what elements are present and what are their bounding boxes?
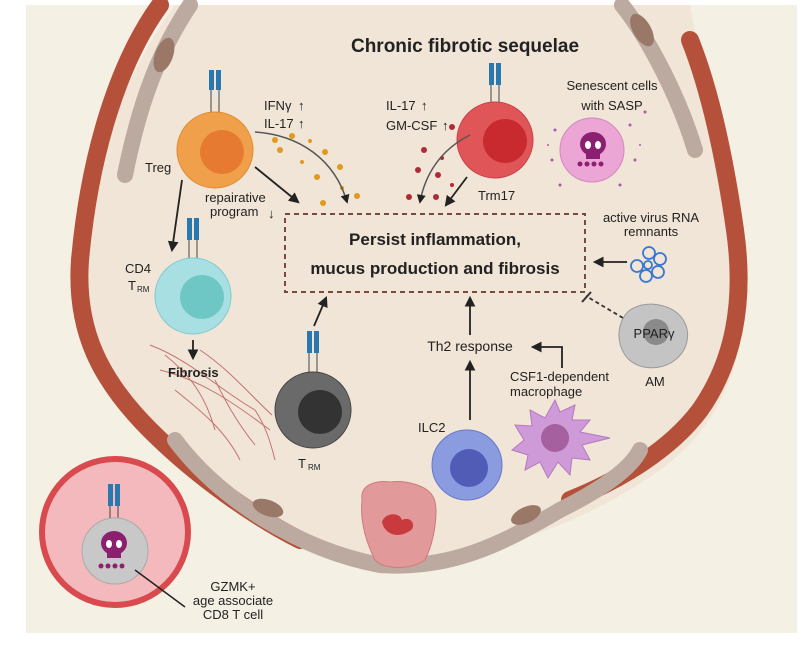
epithelial-cell <box>361 481 437 568</box>
gmcsf-up-arrow: ↑ <box>442 118 449 133</box>
virus-line2: remnants <box>624 224 679 239</box>
repair-line2: program <box>210 204 258 219</box>
tcr-receptor-icon <box>314 331 319 353</box>
fibrosis-strands <box>149 344 276 461</box>
cd8-line1: GZMK+ <box>210 579 255 594</box>
tcr-receptor-icon <box>115 484 120 506</box>
ilc2-label: ILC2 <box>418 420 445 435</box>
virus-line1: active virus RNA <box>603 210 699 225</box>
tcr-receptor-icon <box>194 218 199 240</box>
trm17-cell <box>456 63 534 179</box>
diagram-title: Chronic fibrotic sequelae <box>351 36 579 57</box>
repair-line1: repairative <box>205 190 266 205</box>
macrophage-line1: CSF1-dependent <box>510 369 609 384</box>
trm-to-box-arrow <box>313 296 328 327</box>
tcr-receptor-icon <box>216 70 221 90</box>
treg-cell <box>176 70 254 189</box>
cd8-t-cell <box>81 484 149 585</box>
tcr-receptor-icon <box>187 218 192 240</box>
cd8-pointer-line <box>134 569 186 608</box>
central-box-line2: mucus production and fibrosis <box>310 259 559 278</box>
vessel-wall-right <box>561 31 748 509</box>
tcr-receptor-icon <box>496 63 501 85</box>
tcr-receptor-icon <box>489 63 494 85</box>
epithelium-nucleus <box>511 505 541 525</box>
inhibition-bar <box>581 291 592 303</box>
am-inhibition-line <box>585 295 624 319</box>
senescent-line1: Senescent cells <box>566 78 658 93</box>
am-cell <box>618 303 689 369</box>
treg-to-cd4-arrow <box>167 179 183 253</box>
am-label: AM <box>645 374 665 389</box>
tcr-receptor-icon <box>307 331 312 353</box>
cd8-line3: CD8 T cell <box>203 607 263 622</box>
gmcsf-label: GM-CSF <box>386 118 437 133</box>
epithelium-nucleus <box>252 498 284 518</box>
treg-cytokine-arrow <box>254 131 350 204</box>
skull-icon <box>98 531 127 569</box>
repair-down-arrow: ↓ <box>268 206 275 221</box>
epithelium-nucleus <box>153 37 175 73</box>
cd4-label: CD4 <box>125 261 151 276</box>
ifng-label: IFNγ <box>264 98 292 113</box>
trm-sub: RM <box>308 463 321 472</box>
ifng-up-arrow: ↑ <box>298 98 305 113</box>
senescent-line2: with SASP <box>580 98 642 113</box>
ppar-gamma-label: PPARγ <box>634 326 675 341</box>
trm17-to-box-arrow <box>444 176 468 207</box>
trm17-cytokine-dots <box>406 124 455 200</box>
central-box-line1: Persist inflammation, <box>349 230 521 249</box>
cd4-trm-cell <box>154 218 232 335</box>
trm-t: T <box>298 456 306 471</box>
epithelium-top-left <box>117 0 198 183</box>
macrophage-line2: macrophage <box>510 384 582 399</box>
il17-treg-up-arrow: ↑ <box>298 116 305 131</box>
trm17-label: Trm17 <box>478 188 515 203</box>
skull-icon <box>577 132 606 167</box>
csf1-macrophage-cell <box>510 398 611 480</box>
il17-trm17-up-arrow: ↑ <box>421 98 428 113</box>
cd4-trm-t: T <box>128 278 136 293</box>
th2-response-label: Th2 response <box>427 338 513 354</box>
fibrosis-label: Fibrosis <box>168 365 219 380</box>
il17-trm17-label: IL-17 <box>386 98 416 113</box>
treg-label: Treg <box>145 160 171 175</box>
senescent-cell <box>547 110 647 187</box>
epithelium-nucleus <box>630 13 654 47</box>
treg-to-box-arrow <box>254 166 300 204</box>
epithelium-bottom <box>167 432 648 574</box>
cd4-trm-sub: RM <box>137 285 150 294</box>
ilc2-cell <box>431 429 503 501</box>
il17-treg-label: IL-17 <box>264 116 294 131</box>
tcr-receptor-icon <box>209 70 214 90</box>
macrophage-to-th2-arrow <box>530 341 563 368</box>
cd8-line2: age associate <box>193 593 273 608</box>
virus-rna-icon <box>630 246 667 283</box>
trm-cell <box>274 331 352 449</box>
trm17-cytokine-arrow <box>416 134 471 204</box>
tcr-receptor-icon <box>108 484 113 506</box>
